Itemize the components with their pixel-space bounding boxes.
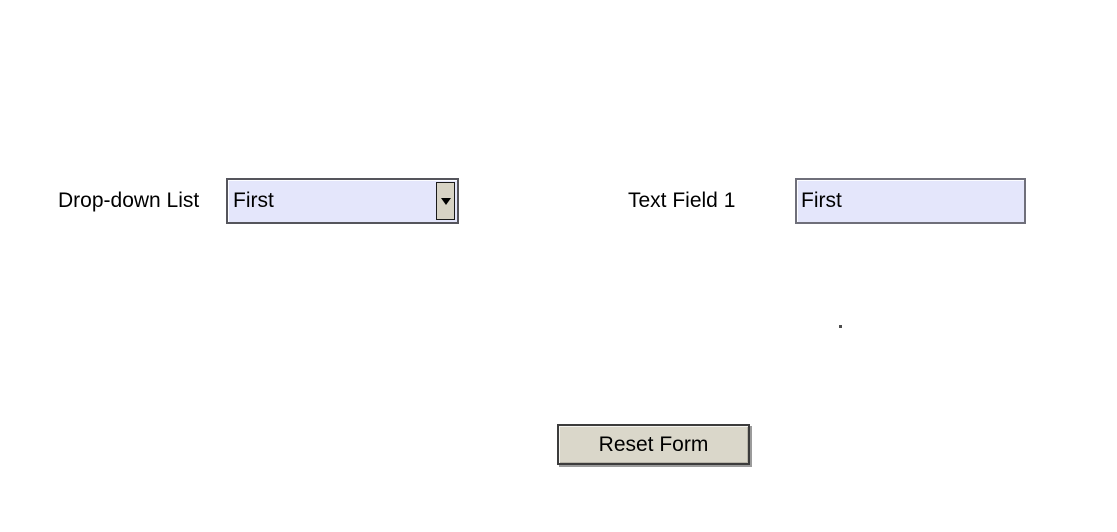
stray-dot (839, 325, 842, 328)
reset-form-button[interactable]: Reset Form (557, 424, 750, 465)
chevron-down-icon (440, 197, 451, 205)
dropdown-arrow-button[interactable] (436, 182, 455, 220)
dropdown-list-label: Drop-down List (58, 189, 200, 212)
text-field-label: Text Field 1 (628, 189, 736, 212)
dropdown-selected-value: First (233, 189, 274, 212)
dropdown-list-field[interactable]: First (226, 178, 459, 224)
text-field-input[interactable] (795, 178, 1026, 224)
